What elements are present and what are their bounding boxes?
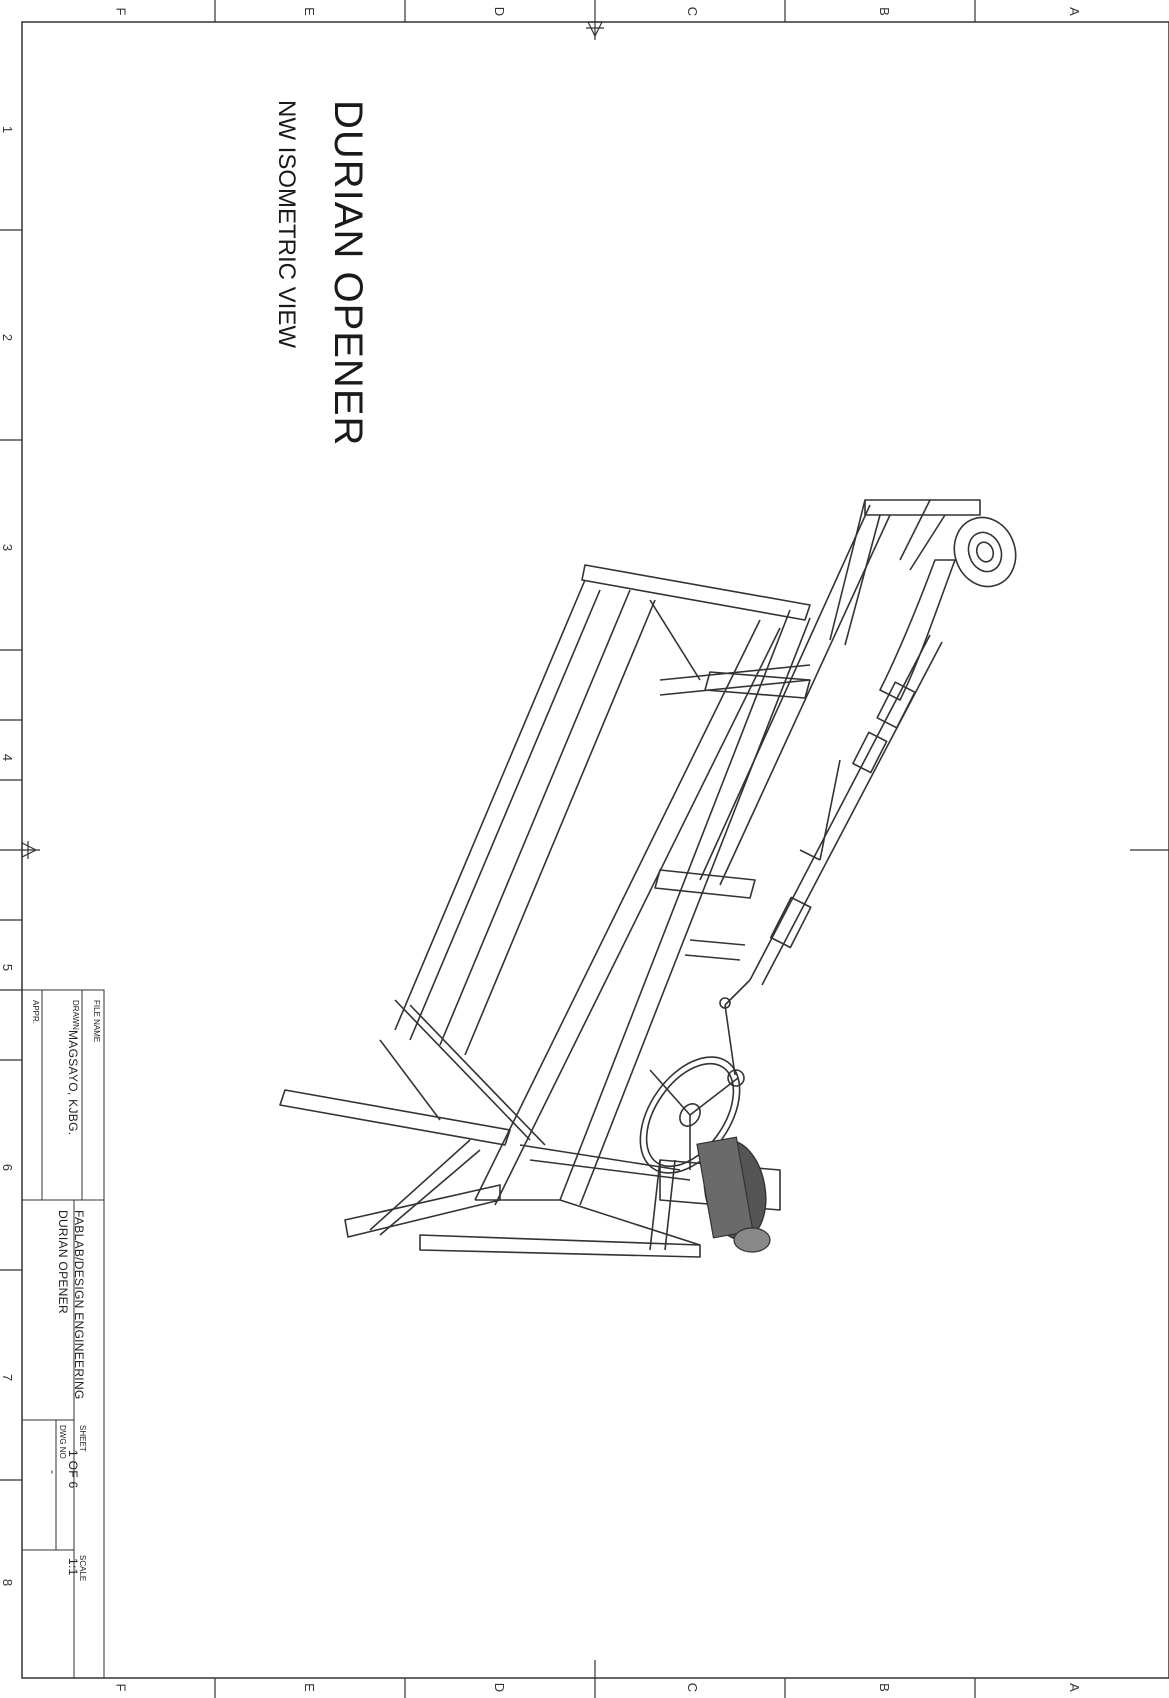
dwg-no-label: DWG NO	[58, 1425, 67, 1459]
file-name-label: FILE NAME	[92, 1000, 101, 1043]
zone-label-bottom-b: B	[876, 1683, 892, 1692]
zone-label-bottom-d: D	[492, 1682, 508, 1693]
scale-value: 1:1	[66, 1558, 80, 1576]
frame-rail	[394, 579, 586, 1031]
column-number-2: 2	[0, 333, 16, 342]
motor	[696, 1136, 771, 1253]
zone-label-bottom-a: A	[1066, 1683, 1082, 1692]
company-name: FABLAB/DESIGN ENGINEERING	[72, 1210, 86, 1400]
column-number-7: 7	[0, 1373, 16, 1382]
part-name: DURIAN OPENER	[56, 1210, 70, 1314]
drawn-value: MAGSAYO, KJBG.	[66, 1030, 80, 1136]
drawing-subtitle: NW ISOMETRIC VIEW	[273, 100, 300, 348]
title-block-frame	[21, 989, 105, 1679]
zone-label-bottom-f: F	[113, 1683, 129, 1692]
centering-mark-left	[21, 841, 38, 859]
column-number-3: 3	[0, 543, 16, 552]
zone-label-top-c: C	[685, 6, 701, 17]
inner-border	[21, 21, 1169, 1679]
column-number-4: 4	[0, 753, 16, 762]
dwg-no-value: -	[46, 1470, 60, 1475]
bottom-zone-ticks	[214, 1660, 976, 1698]
column-number-1: 1	[0, 125, 16, 134]
zone-label-top-f: F	[113, 7, 129, 16]
drawn-label: DRAWN	[71, 1000, 80, 1030]
centering-mark-top	[586, 21, 604, 38]
column-number-5: 5	[0, 963, 16, 972]
sheet-value: 1 OF 6	[66, 1450, 80, 1489]
durian-opener-drawing	[279, 499, 1017, 1258]
zone-label-top-a: A	[1066, 7, 1082, 16]
zone-label-bottom-e: E	[301, 1683, 317, 1692]
column-number-8: 8	[0, 1578, 16, 1587]
zone-label-bottom-c: C	[685, 1682, 701, 1693]
sheet-label: SHEET	[78, 1425, 87, 1452]
zone-label-top-b: B	[876, 7, 892, 16]
zone-label-top-e: E	[301, 7, 317, 16]
drawing-title: DURIAN OPENER	[326, 100, 370, 447]
top-zone-ticks	[214, 0, 976, 40]
column-number-6: 6	[0, 1163, 16, 1172]
zone-label-top-d: D	[492, 6, 508, 17]
left-column-ticks	[0, 229, 40, 1481]
appr-label: APPR.	[31, 1000, 40, 1025]
